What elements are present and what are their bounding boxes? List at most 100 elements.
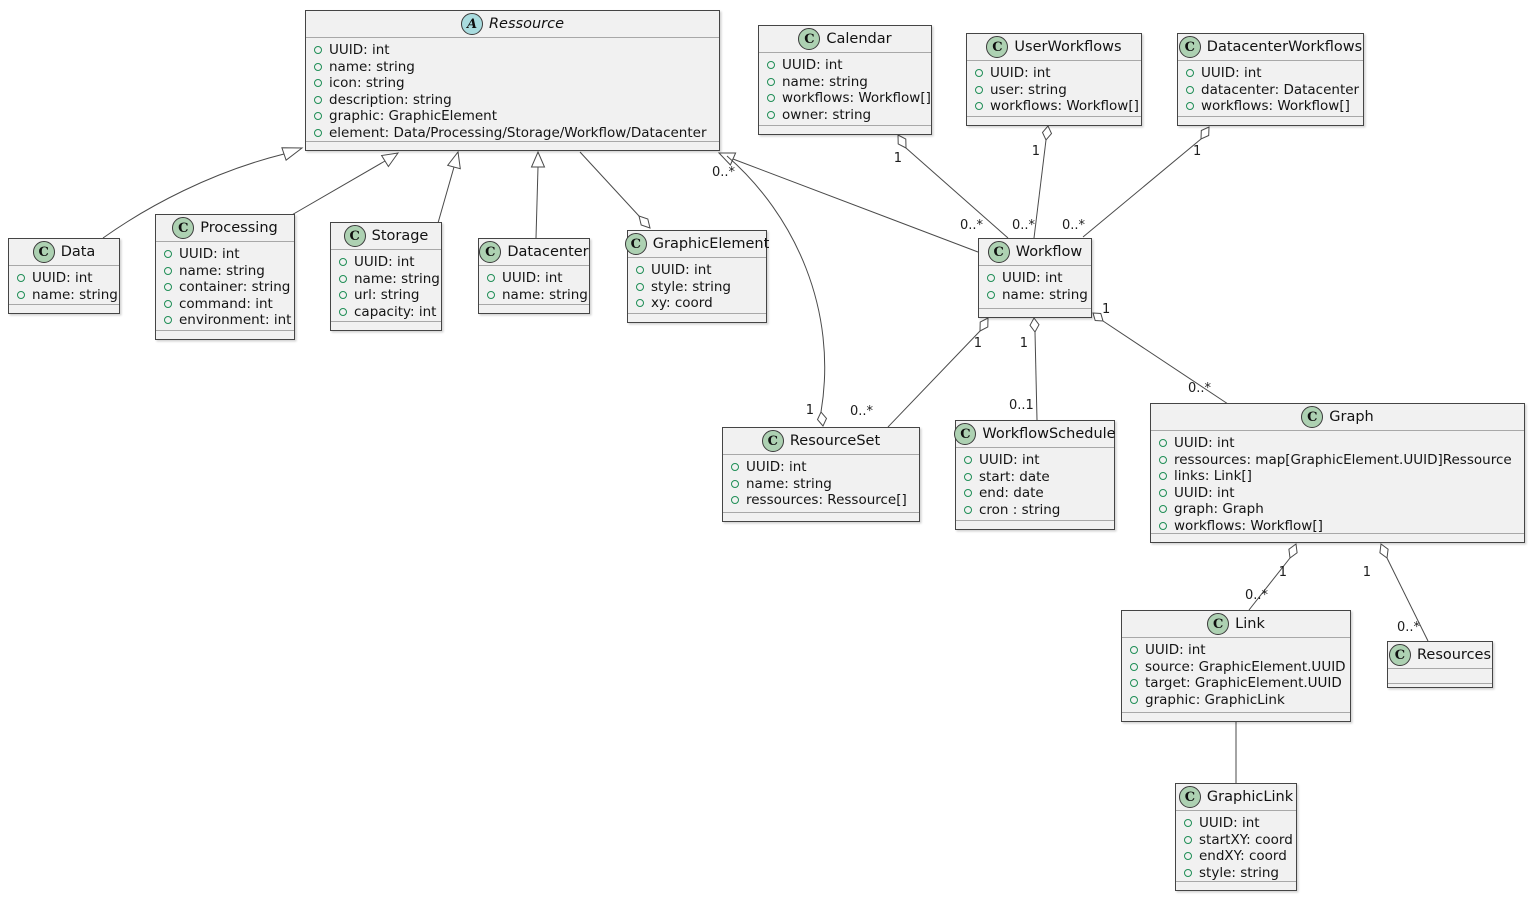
- attribute: environment: int: [164, 312, 291, 329]
- class-title: C Datacenter: [479, 239, 589, 266]
- attribute-text: UUID: int: [329, 42, 390, 59]
- edge-ressource-graphicelement: [579, 151, 640, 217]
- field-visibility-icon: [767, 61, 775, 70]
- field-visibility-icon: [164, 283, 172, 292]
- inheritance-arrow-icon: [380, 152, 400, 168]
- attribute-text: target: GraphicElement.UUID: [1145, 675, 1342, 692]
- field-visibility-icon: [1159, 521, 1167, 530]
- attribute: ressources: Ressource[]: [731, 492, 911, 509]
- attribute-text: workflows: Workflow[]: [990, 98, 1139, 115]
- attribute: name: string: [987, 287, 1088, 304]
- attribute: workflows: Workflow[]: [767, 90, 931, 107]
- multiplicity-label: 1: [974, 336, 982, 351]
- field-visibility-icon: [964, 456, 972, 465]
- class-resources: C Resources: [1387, 641, 1493, 688]
- field-visibility-icon: [314, 95, 322, 104]
- attribute-text: name: string: [329, 58, 415, 75]
- attribute-text: workflows: Workflow[]: [1201, 98, 1350, 115]
- attribute-text: UUID: int: [502, 270, 563, 287]
- class-title: C Graph: [1151, 404, 1524, 431]
- attribute: workflows: Workflow[]: [1186, 98, 1355, 115]
- aggregation-diamond-icon: [1029, 317, 1040, 333]
- field-visibility-icon: [636, 282, 644, 291]
- field-visibility-icon: [964, 472, 972, 481]
- attribute-text: UUID: int: [354, 254, 415, 271]
- class-title: C Data: [9, 239, 119, 266]
- class-name: Workflow: [1015, 244, 1083, 260]
- class-name: Resources: [1416, 647, 1492, 663]
- attribute: source: GraphicElement.UUID: [1130, 659, 1346, 676]
- attribute: UUID: int: [1184, 815, 1288, 832]
- aggregation-diamond-icon: [1288, 543, 1298, 559]
- attribute-text: UUID: int: [979, 452, 1040, 469]
- attribute: name: string: [17, 287, 118, 304]
- field-visibility-icon: [1159, 439, 1167, 448]
- field-visibility-icon: [731, 496, 739, 505]
- methods-compartment: [9, 305, 119, 313]
- attribute-text: owner: string: [782, 106, 872, 123]
- attribute: name: string: [731, 476, 911, 493]
- edge-datacenterworkflows-workflow: [1082, 138, 1202, 238]
- attribute-text: environment: int: [179, 312, 292, 329]
- attribute: UUID: int: [1186, 65, 1355, 82]
- attribute-text: startXY: coord: [1199, 831, 1293, 848]
- class-name: Storage: [371, 228, 429, 244]
- attribute-text: name: string: [179, 262, 265, 279]
- field-visibility-icon: [1186, 69, 1194, 78]
- attribute: graph: Graph: [1159, 501, 1516, 518]
- attribute-text: container: string: [179, 279, 291, 296]
- attribute-text: ressources: map[GraphicElement.UUID]Ress…: [1174, 451, 1512, 468]
- field-visibility-icon: [339, 274, 347, 283]
- field-visibility-icon: [1159, 472, 1167, 481]
- field-visibility-icon: [314, 128, 322, 137]
- attribute-text: UUID: int: [1201, 65, 1262, 82]
- attribute-text: UUID: int: [651, 262, 712, 279]
- attribute: UUID: int: [17, 270, 111, 287]
- attribute: xy: coord: [636, 295, 758, 312]
- field-visibility-icon: [1159, 455, 1167, 464]
- attribute-text: workflows: Workflow[]: [1174, 517, 1323, 534]
- attribute: endXY: coord: [1184, 848, 1288, 865]
- class-icon: C: [987, 241, 1010, 263]
- multiplicity-label: 0..*: [1397, 620, 1421, 635]
- attribute-text: UUID: int: [179, 246, 240, 263]
- field-visibility-icon: [339, 258, 347, 267]
- attribute: cron : string: [964, 502, 1106, 519]
- attribute: style: string: [1184, 865, 1288, 882]
- edge-workflow-ressource: [732, 158, 979, 253]
- field-visibility-icon: [1184, 852, 1192, 861]
- class-icon: C: [798, 28, 821, 50]
- methods-compartment: [1151, 534, 1524, 542]
- attribute: UUID: int: [975, 65, 1133, 82]
- multiplicity-label: 1: [1032, 144, 1040, 159]
- attribute-text: UUID: int: [32, 270, 93, 287]
- stereotype-letter: C: [38, 244, 49, 260]
- class-icon: C: [986, 36, 1009, 58]
- attribute-text: name: string: [502, 286, 588, 303]
- edge-workflow-graph: [1102, 320, 1229, 405]
- multiplicity-label: 1: [1020, 336, 1028, 351]
- attribute: name: string: [487, 287, 588, 304]
- field-visibility-icon: [1159, 488, 1167, 497]
- class-title: C WorkflowSchedule: [954, 421, 1116, 448]
- edge-calendar-workflow: [905, 147, 1009, 239]
- field-visibility-icon: [1184, 835, 1192, 844]
- attribute: UUID: int: [964, 452, 1106, 469]
- attribute-text: cron : string: [979, 501, 1061, 518]
- edge-resourceset-ressource: [726, 155, 826, 413]
- field-visibility-icon: [314, 62, 322, 71]
- multiplicity-label: 0..*: [1012, 218, 1036, 233]
- field-visibility-icon: [975, 102, 983, 111]
